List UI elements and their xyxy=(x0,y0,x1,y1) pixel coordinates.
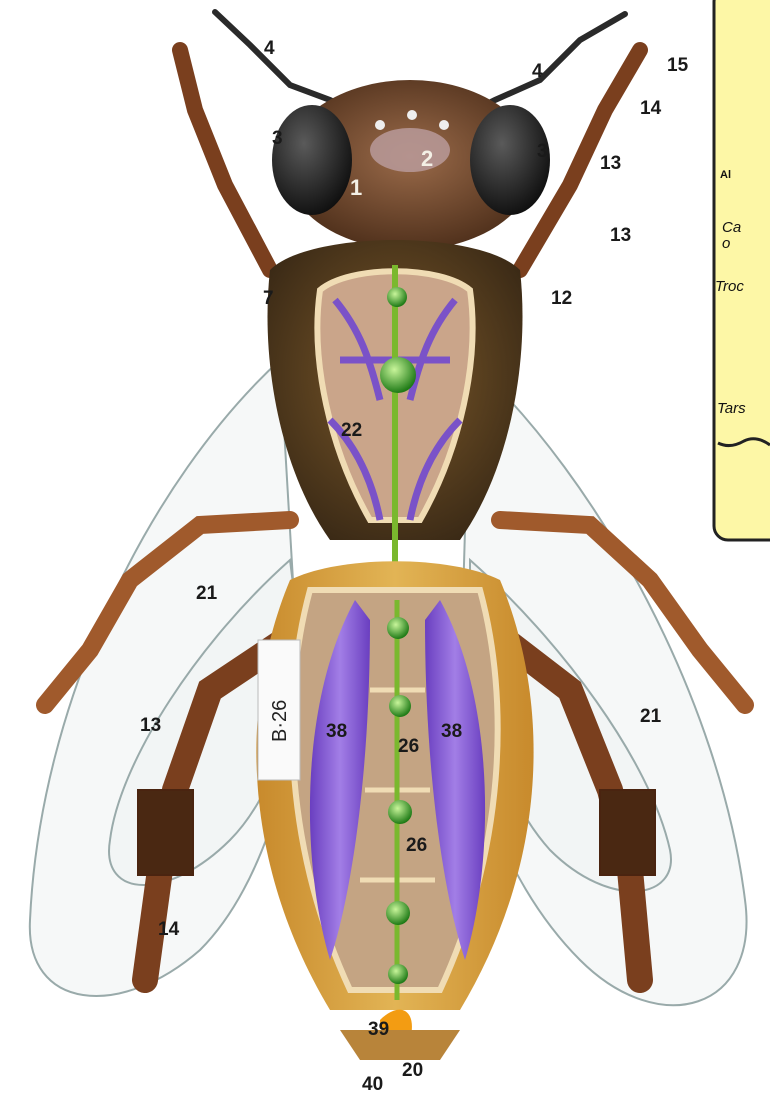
inset-label-tars: Tars xyxy=(717,400,746,417)
label-20: 20 xyxy=(402,1060,423,1081)
label-22: 22 xyxy=(341,420,362,441)
label-39: 39 xyxy=(368,1019,389,1040)
left-front-leg xyxy=(180,50,270,270)
label-eye-right: 3 xyxy=(537,141,548,162)
ocellus-middle xyxy=(407,110,417,120)
thoracic-ganglion-2 xyxy=(380,357,416,393)
legend-inset: Al Ca o Troc Tars xyxy=(714,0,770,540)
abdominal-ganglion-5 xyxy=(388,964,408,984)
inset-label-o: o xyxy=(722,235,730,252)
label-13-upper: 13 xyxy=(600,153,621,174)
left-compound-eye xyxy=(272,105,352,215)
head xyxy=(272,80,550,250)
label-13-left: 13 xyxy=(140,715,161,736)
label-13-lower: 13 xyxy=(610,225,631,246)
specimen-tag: B·26 xyxy=(258,640,300,780)
thoracic-ganglion-1 xyxy=(387,287,407,307)
frons xyxy=(370,128,450,172)
inset-label-ca: Ca xyxy=(722,219,741,236)
ocellus-left xyxy=(375,120,385,130)
label-14-right: 14 xyxy=(640,98,662,119)
abdominal-ganglion-4 xyxy=(386,901,410,925)
label-40: 40 xyxy=(362,1074,383,1095)
label-38-right: 38 xyxy=(441,721,462,742)
label-head-1: 1 xyxy=(350,175,362,200)
label-head-2: 2 xyxy=(421,146,433,171)
abdomen-tip xyxy=(340,1030,460,1060)
abdominal-ganglion-3 xyxy=(388,800,412,824)
label-21-left: 21 xyxy=(196,583,218,604)
label-38-left: 38 xyxy=(326,721,347,742)
label-21-right: 21 xyxy=(640,706,662,727)
label-12: 12 xyxy=(551,288,572,309)
left-pollen-basket xyxy=(138,790,193,875)
abdominal-ganglion-2 xyxy=(389,695,411,717)
inset-label-troc: Troc xyxy=(715,278,744,295)
label-antenna-left: 4 xyxy=(264,38,275,59)
label-antenna-right: 4 xyxy=(532,61,543,82)
abdominal-ganglion-1 xyxy=(387,617,409,639)
label-15: 15 xyxy=(667,55,689,76)
specimen-tag-text: B·26 xyxy=(269,700,291,742)
label-26-lower: 26 xyxy=(406,835,427,856)
inset-label-al: Al xyxy=(720,169,731,181)
label-7: 7 xyxy=(263,288,274,309)
abdomen xyxy=(256,561,533,1060)
label-eye-left: 3 xyxy=(272,128,283,149)
label-26-upper: 26 xyxy=(398,736,419,757)
right-pollen-basket xyxy=(600,790,655,875)
label-14-left: 14 xyxy=(158,919,180,940)
ocellus-right xyxy=(439,120,449,130)
